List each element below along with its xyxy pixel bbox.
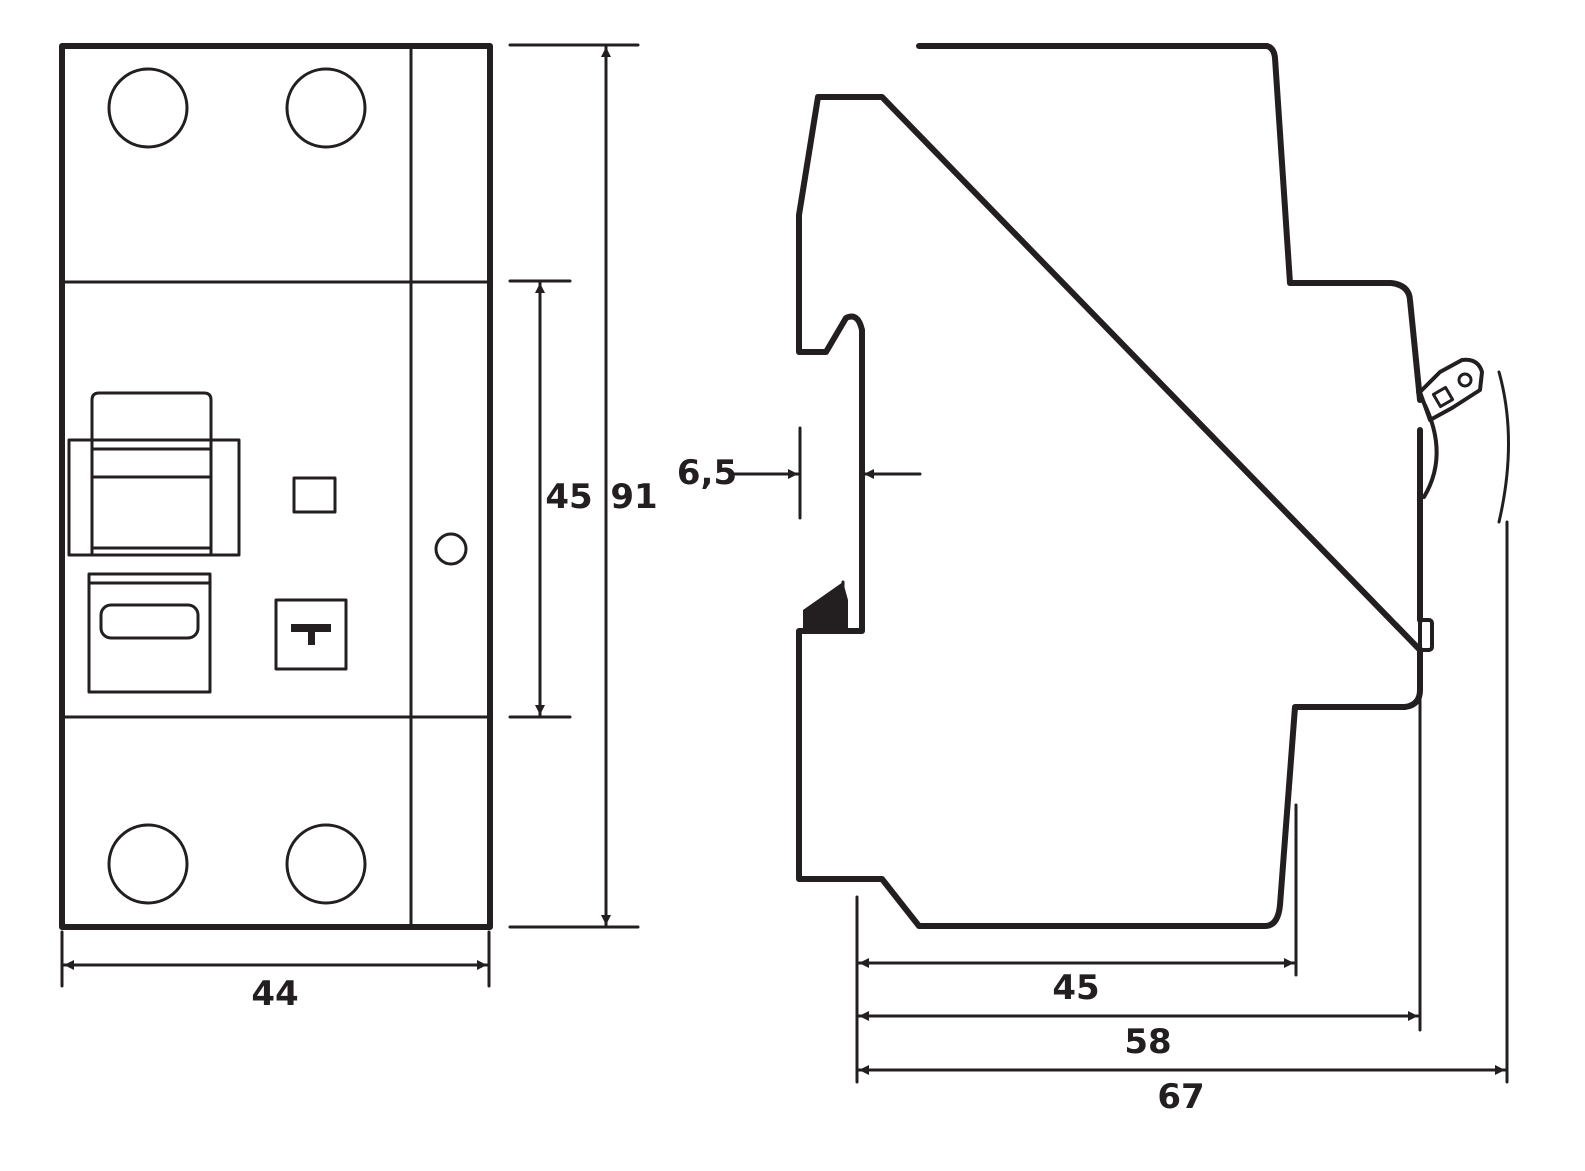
side-outline — [796, 43, 1423, 929]
din-rail-clip — [803, 580, 848, 632]
status-window — [87, 572, 212, 694]
small-indicator-window — [292, 476, 337, 514]
terminal-screw-bottom-right — [285, 823, 367, 905]
front-total-height-dimension: 91 — [508, 43, 658, 929]
side-view — [796, 43, 1510, 929]
side-lever-arc — [1497, 370, 1510, 524]
rail-offset-dimension: 6,5 — [677, 426, 922, 520]
front-width-dimension: 44 — [60, 930, 491, 1014]
front-inner-height-label: 45 — [545, 477, 592, 517]
side-test-button-nub — [1418, 618, 1434, 652]
side-toggle-lever — [1418, 357, 1484, 422]
rail-offset-label: 6,5 — [677, 453, 737, 493]
depth-dimensions: 45 58 67 — [855, 520, 1509, 1117]
depth-label-67: 67 — [1157, 1077, 1204, 1117]
terminal-screw-top-right — [285, 67, 367, 149]
front-view — [59, 43, 493, 930]
terminal-screw-bottom-left — [107, 823, 189, 905]
front-inner-height-dimension: 45 — [508, 279, 593, 719]
front-width-label: 44 — [251, 974, 298, 1014]
front-outline — [59, 43, 493, 930]
depth-label-58: 58 — [1124, 1022, 1171, 1062]
depth-label-45: 45 — [1052, 968, 1099, 1008]
terminal-screw-top-left — [107, 67, 189, 149]
test-button — [274, 598, 348, 671]
front-total-height-label: 91 — [610, 477, 657, 517]
toggle-lever — [67, 391, 241, 557]
indicator-dot — [434, 532, 468, 566]
